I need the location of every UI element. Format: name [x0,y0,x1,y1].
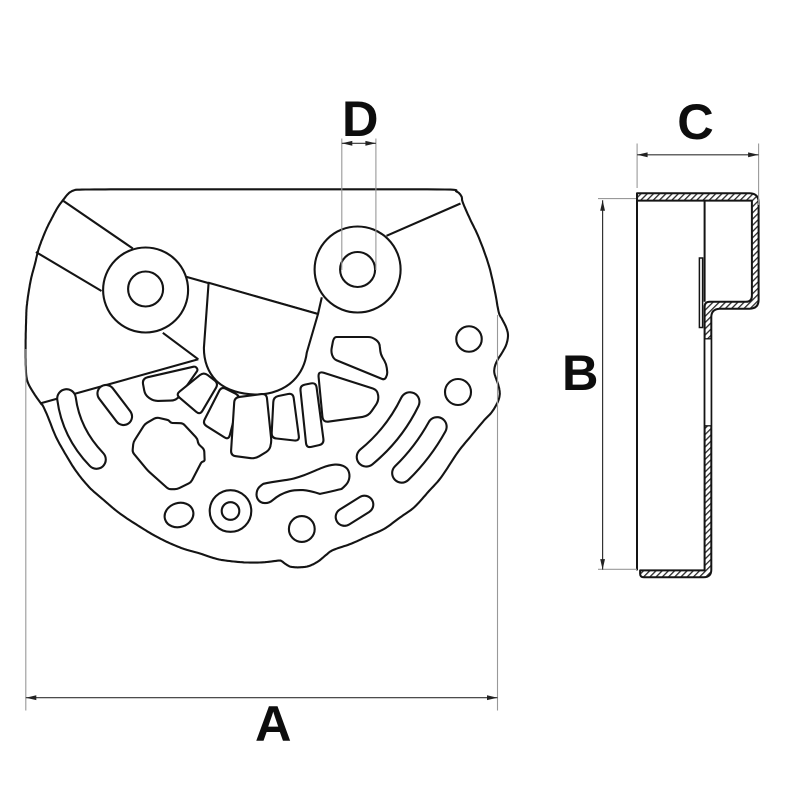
svg-text:D: D [342,90,378,147]
svg-text:C: C [677,93,713,150]
svg-text:A: A [255,695,291,752]
svg-text:B: B [562,344,598,401]
